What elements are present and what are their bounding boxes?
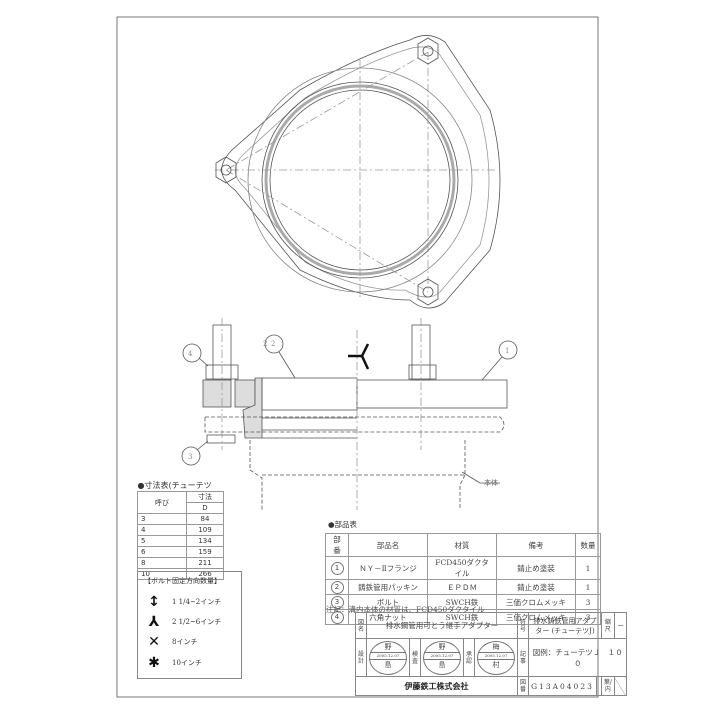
body-label: 本体 [484,479,498,487]
callout-4 [182,343,202,363]
dimension-table-title: ●寸法表(チューテツ [137,481,212,490]
callout-2 [264,334,284,354]
legend-item: ⅄2 1/2~6インチ [146,614,222,630]
bolt-head [215,156,237,184]
three-arrow-icon: ⅄ [148,614,160,630]
legend-title: 【ボルト固定方向数量】 [144,577,221,585]
drawing-number: G13A04023 [528,676,597,696]
callout-4-label: 4 [188,350,193,358]
company-name: 伊藤鉄工株式会社 [354,676,519,696]
title-block: 図名 排水鋼管用可とう継手アダプター 符号 排水鋳鉄管用アダプター (チューテツ… [354,612,628,696]
callout-3 [181,446,201,466]
drawing-name: 排水鋼管用可とう継手アダプター [366,612,519,639]
callout-1 [498,340,518,360]
legend-item: ✱10インチ [146,655,202,671]
six-arrow-icon: ✱ [148,655,160,671]
callout-2-text: 2 [271,340,276,348]
four-arrow-icon: ✕ [148,634,160,650]
callout-1-label: 1 [505,347,509,355]
flange-top-view [215,35,501,309]
callout-3-label: 3 [188,453,192,461]
parts-table-title: ●部品表 [328,520,358,529]
flange-section-view [181,318,518,510]
remarks: 図例：チューテツＪ １００ [528,638,628,677]
bolt-head [417,278,439,306]
sheet-border [116,16,599,698]
callout-2-label: 2 [263,340,267,348]
two-arrow-icon: ↕ [148,594,160,610]
header-d: D [186,502,224,514]
bolt-direction-legend: 【ボルト固定方向数量】 ↕1 1/4~2インチ ⅄2 1/2~6インチ ✕8イン… [137,571,242,679]
legend-item: ↕1 1/4~2インチ [146,594,221,610]
drawing-code: 排水鋳鉄管用アダプター (チューテツJ) [528,612,602,639]
bolt-head [417,37,439,65]
three-bolt-direction-icon [348,343,370,370]
header-dimension: 寸法 [186,491,224,503]
legend-item: ✕8インチ [146,634,197,650]
parts-note: 注記：溝内本体の材質は、FCD450ダクタイル [326,605,485,614]
header-size: 呼び [137,491,187,514]
